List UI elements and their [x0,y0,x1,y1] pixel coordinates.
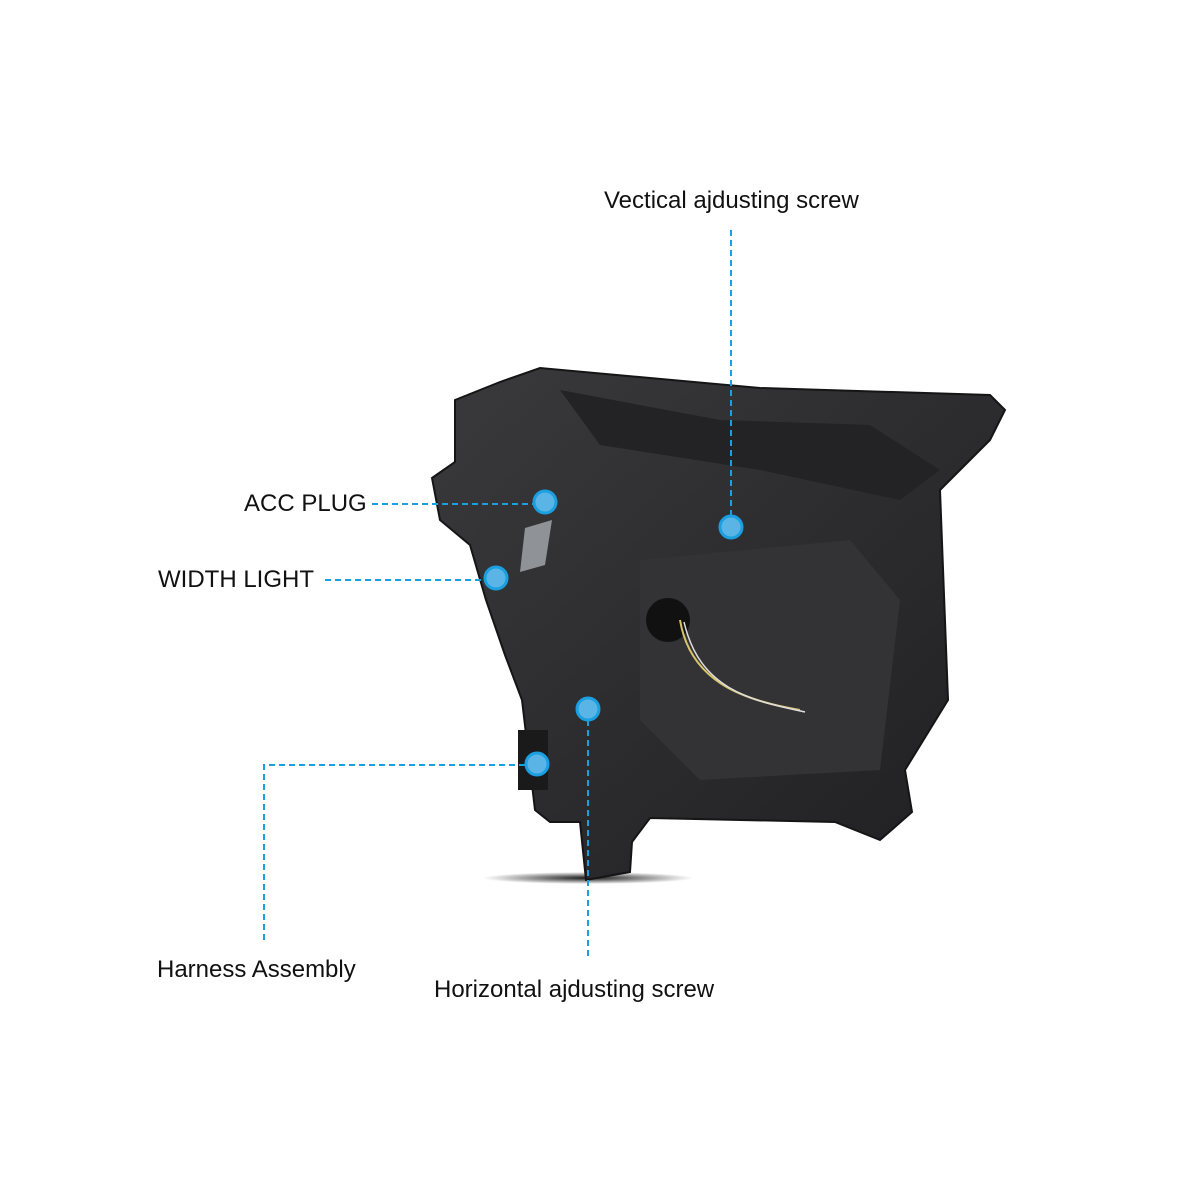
harness-dot [524,751,550,777]
vertical-screw-label: Vectical ajdusting screw [604,187,859,214]
vertical-screw-dot [718,514,744,540]
upper-rib [560,390,940,500]
callout-dots [483,489,744,777]
horizontal-screw-dot [575,696,601,722]
label-sticker [520,520,552,572]
bulb-port [646,598,690,642]
horizontal-screw-label: Horizontal ajdusting screw [434,976,715,1003]
width-light-label: WIDTH LIGHT [158,566,314,593]
acc-plug-label: ACC PLUG [244,490,367,517]
inner-panel [640,540,900,780]
acc-plug-dot [532,489,558,515]
callout-lines [263,230,732,960]
width-light-dot [483,565,509,591]
wire-white [683,621,806,713]
harness-leader [263,764,527,940]
harness-assembly-label: Harness Assembly [157,956,356,983]
